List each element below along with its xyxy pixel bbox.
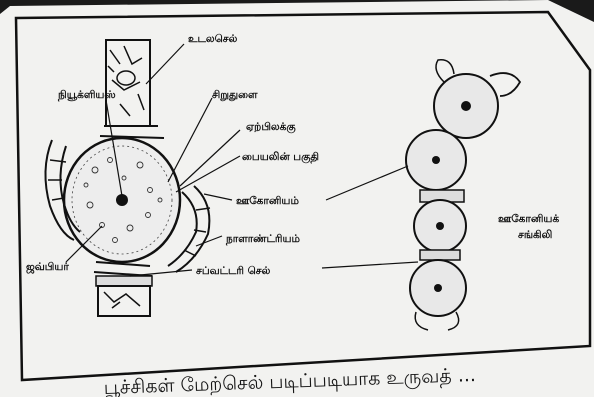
- label-micropyle: சிறுதுளை: [212, 89, 259, 102]
- label-suffultory-cell: சப்வட்டரி செல்: [196, 265, 271, 277]
- label-nannandrium: நாளாண்ட்ரியம்: [225, 233, 300, 246]
- label-chain-line1: ஊகோனியக்: [498, 213, 559, 225]
- label-nucleus: நியூக்ளியஸ்: [57, 89, 116, 102]
- label-oogonium: ஊகோனியம்: [236, 195, 299, 207]
- label-pouch-part: பையலின் பகுதி: [242, 150, 319, 165]
- label-oospore: ஜவ்பியர்: [26, 261, 69, 274]
- label-receptive-spot: ஏற்பிலக்கு: [246, 121, 296, 135]
- label-udal-sel: உடலசெல்: [188, 33, 238, 45]
- page-caption: பூச்சிகள் மேற்செல் படிப்படியாக உருவத் ..…: [103, 364, 476, 397]
- label-chain-line2: சங்கிலி: [518, 228, 553, 241]
